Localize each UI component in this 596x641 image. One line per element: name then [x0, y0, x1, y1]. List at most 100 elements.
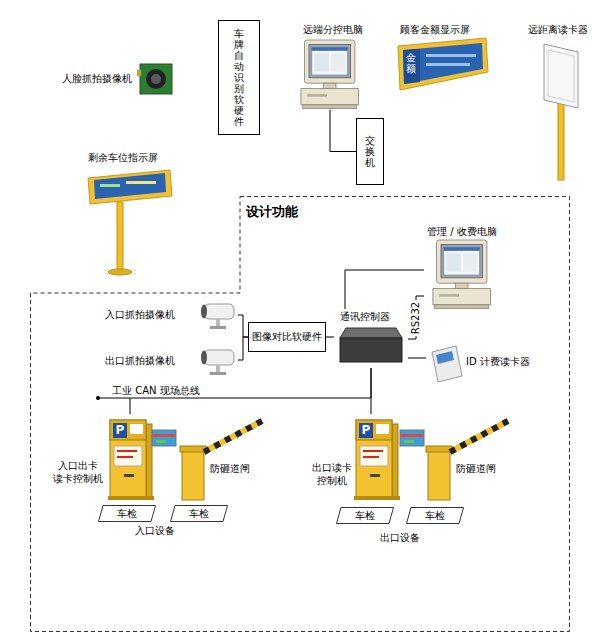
node-label: 出口读卡 控制机	[310, 462, 354, 487]
node-label: 车检	[355, 510, 375, 522]
camera-lens	[201, 351, 207, 365]
entrance-camera	[201, 304, 234, 329]
management-computer	[433, 240, 491, 308]
connector	[238, 315, 248, 337]
software-box: 车牌自动识别软硬件	[218, 20, 260, 135]
entrance-barrier	[180, 421, 262, 500]
space-sign	[88, 170, 172, 275]
panel-line	[363, 450, 383, 452]
barrier-gate: 防砸道闸	[180, 414, 260, 502]
card-stripe	[156, 440, 166, 443]
connector	[238, 337, 248, 360]
face-camera	[137, 64, 172, 94]
machine-display	[376, 424, 389, 434]
remote-computer	[301, 40, 359, 108]
detector-outline	[407, 508, 464, 524]
group-label: 入口设备	[135, 525, 175, 537]
camera-base	[210, 326, 226, 329]
entrance-machine	[108, 420, 154, 500]
node-label: 车检	[189, 508, 209, 520]
card	[400, 430, 424, 446]
reader-device: ID 计费读卡器	[426, 340, 534, 385]
exit-barrier	[426, 421, 508, 500]
detector-outline	[99, 506, 156, 522]
barrier-cap	[426, 446, 452, 452]
lens	[146, 69, 166, 89]
card	[152, 430, 176, 446]
edge-label: RS232	[410, 299, 422, 335]
connector	[408, 358, 426, 359]
node-label: 车检	[425, 510, 445, 522]
detector-box: 车检	[98, 505, 156, 522]
switch-box: 交换机	[356, 118, 384, 185]
detector-box: 车检	[170, 505, 228, 522]
camera-mount	[216, 365, 220, 373]
group-label: 入口设备	[135, 525, 175, 537]
barrier-cabinet	[182, 450, 204, 500]
card-stripe	[404, 440, 414, 443]
machine-head	[110, 420, 146, 440]
controller-front	[340, 338, 402, 362]
connector	[326, 337, 334, 338]
card-slot	[124, 474, 134, 477]
reader-inner	[548, 50, 574, 102]
exit-camera	[201, 350, 234, 375]
machine-head	[356, 420, 392, 440]
screen-text: 金额	[406, 52, 416, 74]
pole	[558, 100, 564, 180]
display-frame	[398, 38, 488, 90]
led-row	[126, 181, 156, 184]
camera-device: 出口抓拍摄像机	[103, 343, 238, 377]
long-range-reader	[544, 44, 578, 180]
connector-pin	[137, 70, 141, 76]
computer-device: 远端分控电脑	[300, 22, 368, 110]
display-face	[403, 43, 483, 84]
region-outline	[31, 197, 570, 632]
camera-lens	[201, 305, 207, 319]
parking-sign: P	[113, 423, 127, 437]
ticket-machine: 入口出卡 读卡控制机	[48, 414, 154, 502]
machine-display	[130, 424, 143, 434]
pole-base	[108, 269, 132, 275]
p-sign	[113, 423, 127, 438]
group-label: 出口设备	[380, 532, 420, 544]
detector-outline	[171, 506, 228, 522]
node-label: 通讯控制器	[340, 311, 390, 323]
reader-panel	[544, 44, 578, 108]
connector	[371, 368, 372, 414]
bus-end	[96, 396, 100, 400]
camera-mount	[216, 319, 220, 327]
machine-panel	[360, 446, 388, 466]
amount-display	[398, 38, 488, 90]
reader-body	[432, 346, 462, 382]
detector-box: 车检	[336, 507, 394, 524]
parking-sign: P	[359, 423, 373, 437]
barrier-stripes	[204, 421, 262, 452]
region-outline	[30, 196, 570, 632]
pole	[117, 202, 123, 270]
exit-machine	[354, 420, 400, 500]
machine-body	[110, 420, 146, 498]
machine-panel	[114, 446, 142, 466]
node-label: 车检	[117, 508, 137, 520]
node-label: ID 计费读卡器	[466, 356, 530, 368]
bus-label: 工业 CAN 现场总线	[112, 385, 200, 397]
card-icon	[400, 430, 424, 446]
machine-base	[108, 496, 154, 500]
camera-base	[210, 372, 226, 375]
camera-board	[140, 64, 172, 94]
camera-device: 入口抓拍摄像机	[103, 298, 238, 332]
reader-device: 远距离读卡器	[524, 22, 592, 182]
node-label: 出口抓拍摄像机	[105, 355, 175, 367]
node-label: 远距离读卡器	[528, 24, 588, 36]
node-label: 交换机	[365, 135, 375, 168]
camera-device: 人脸抓拍摄像机	[60, 58, 178, 100]
barrier-arm	[450, 421, 508, 452]
card-icon	[152, 430, 176, 446]
parking-sign: P	[113, 423, 127, 437]
machine-side	[146, 424, 152, 498]
connector	[408, 296, 424, 339]
